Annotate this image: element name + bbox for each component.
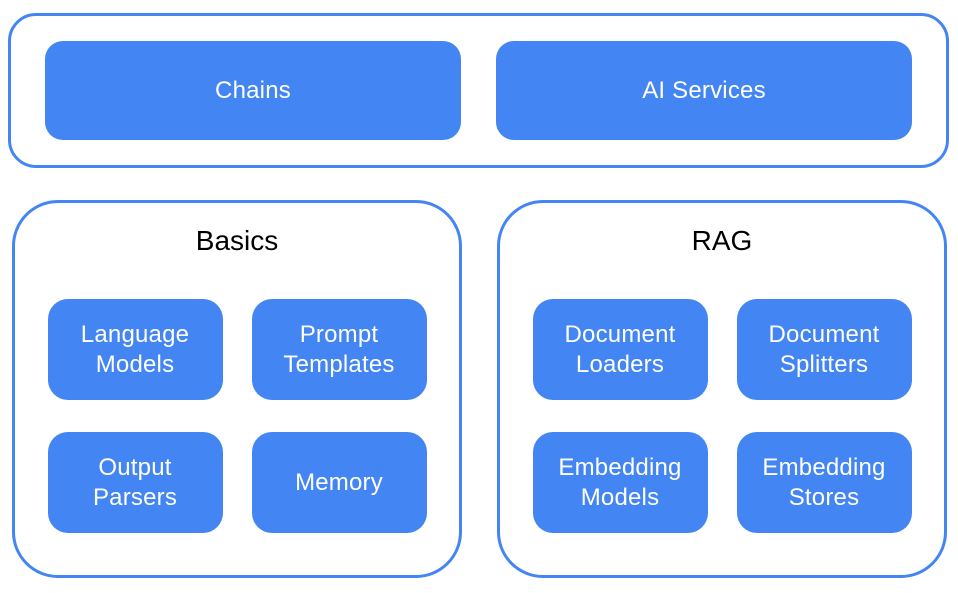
output-parsers-box: Output Parsers	[47, 432, 223, 533]
language-models-box: Language Models	[47, 299, 223, 400]
rag-grid: Document Loaders Document Splitters Embe…	[500, 299, 944, 533]
embedding-models-box: Embedding Models	[532, 432, 708, 533]
document-loaders-label: Document Loaders	[564, 320, 676, 378]
rag-group-container: RAG Document Loaders Document Splitters …	[497, 200, 947, 578]
top-layer-container: Chains AI Services	[8, 13, 949, 168]
rag-group-title: RAG	[691, 225, 753, 256]
language-models-label: Language Models	[80, 320, 190, 378]
chains-label: Chains	[215, 76, 291, 104]
output-parsers-label: Output Parsers	[92, 453, 178, 511]
embedding-models-label: Embedding Models	[558, 453, 682, 511]
ai-services-label: AI Services	[642, 76, 766, 104]
memory-box: Memory	[251, 432, 427, 533]
prompt-templates-box: Prompt Templates	[251, 299, 427, 400]
document-splitters-label: Document Splitters	[768, 320, 880, 378]
ai-services-box: AI Services	[496, 41, 912, 140]
embedding-stores-label: Embedding Stores	[762, 453, 886, 511]
document-loaders-box: Document Loaders	[532, 299, 708, 400]
embedding-stores-box: Embedding Stores	[736, 432, 912, 533]
document-splitters-box: Document Splitters	[736, 299, 912, 400]
basics-group-title: Basics	[195, 225, 279, 256]
prompt-templates-label: Prompt Templates	[283, 320, 395, 378]
basics-group-container: Basics Language Models Prompt Templates …	[12, 200, 462, 578]
chains-box: Chains	[45, 41, 461, 140]
memory-label: Memory	[295, 468, 383, 496]
basics-grid: Language Models Prompt Templates Output …	[15, 299, 459, 533]
